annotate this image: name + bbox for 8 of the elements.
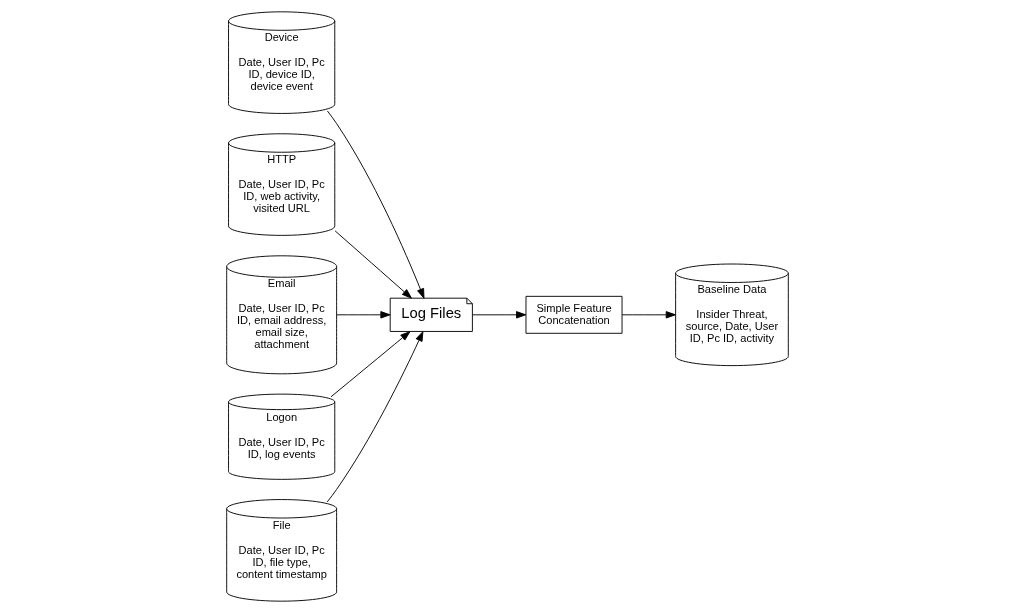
arrow (326, 110, 425, 299)
node-box: Simple Feature Concatenation (525, 295, 623, 334)
arrow (330, 331, 411, 398)
arrow (334, 230, 412, 299)
arrow (336, 311, 391, 319)
arrow (326, 331, 424, 503)
arrow (621, 311, 676, 319)
arrow (472, 311, 527, 319)
